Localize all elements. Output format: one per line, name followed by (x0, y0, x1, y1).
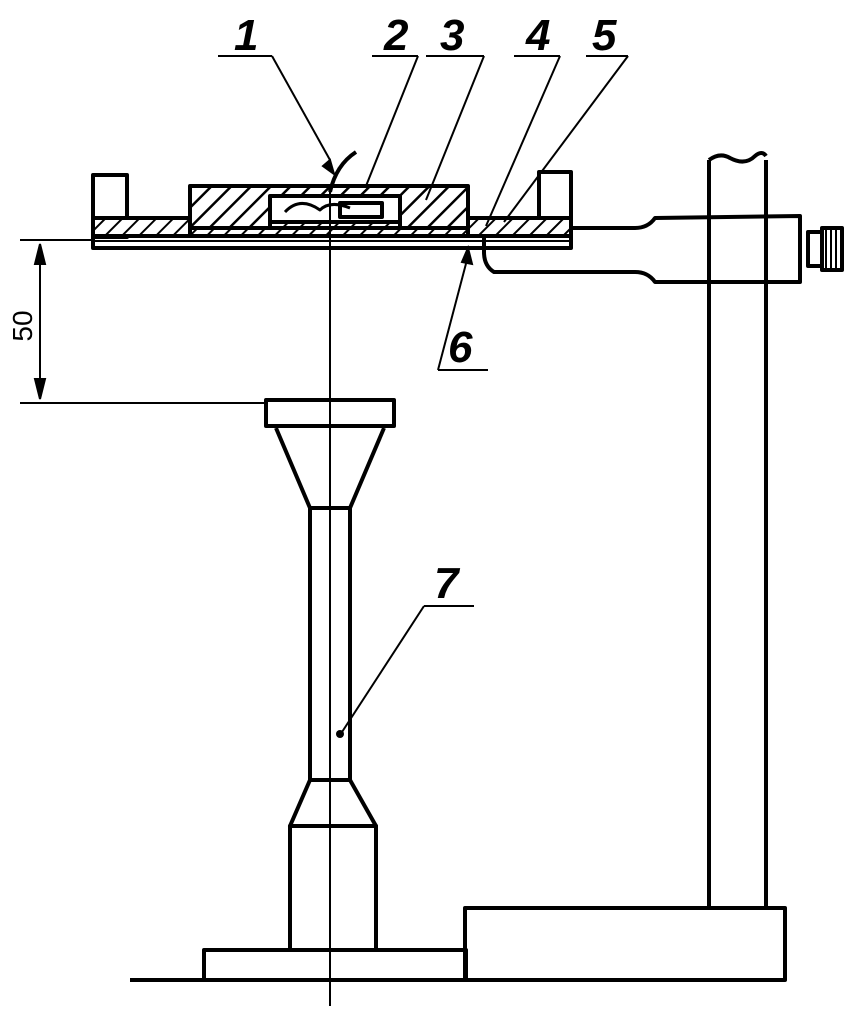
leader-dot-7 (336, 730, 344, 738)
stand-column (707, 151, 768, 908)
dimension-label: 50 (7, 310, 38, 341)
stand-base (463, 906, 787, 982)
leader-lines (218, 55, 629, 733)
callout-4: 4 (525, 11, 550, 60)
tube-base-plate (202, 948, 468, 982)
callout-3: 3 (440, 11, 464, 60)
callout-1: 1 (234, 11, 258, 60)
callout-5: 5 (592, 11, 617, 60)
callout-6: 6 (448, 323, 473, 372)
clamp-holder (482, 214, 844, 284)
dimension-50 (20, 239, 266, 404)
callout-7: 7 (434, 559, 461, 608)
callout-2: 2 (383, 11, 409, 60)
